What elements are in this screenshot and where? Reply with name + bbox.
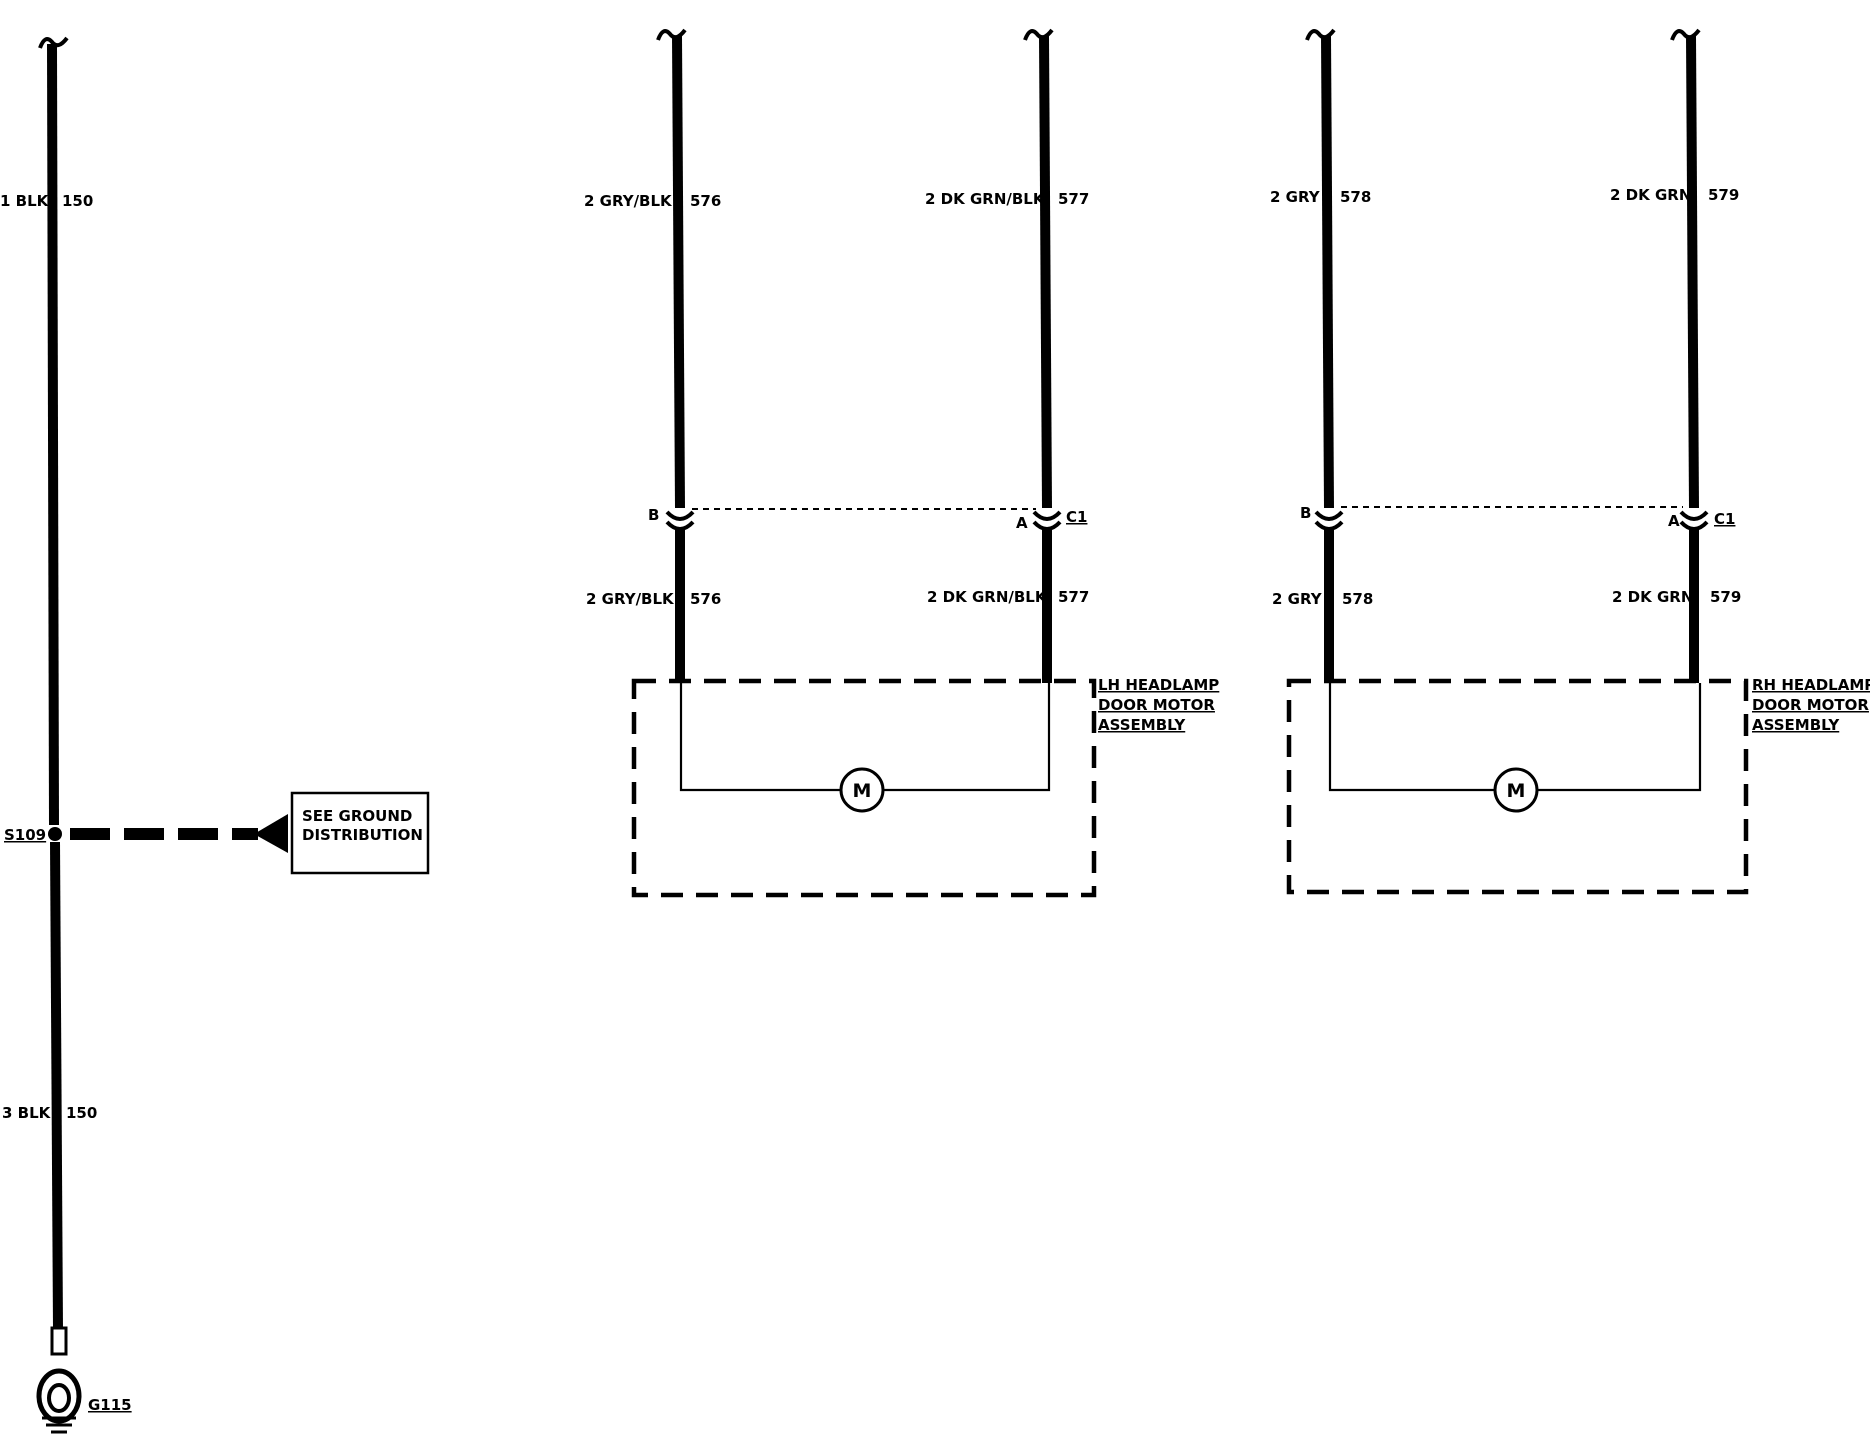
rh-wire-579-lower-color: 2 DK GRN	[1612, 588, 1693, 606]
wire-break-symbol	[1305, 28, 1336, 41]
rh-wire-578-lower-circuit: 578	[1342, 590, 1373, 608]
splice-s109-dot	[48, 827, 62, 841]
wire-break-symbol	[1670, 28, 1701, 41]
lh-connector-b-icon	[665, 510, 695, 531]
lh-wire-577-lower-circuit: 577	[1058, 588, 1089, 606]
rh-wire-578-upper	[1321, 35, 1334, 509]
rh-pin-b-label: B	[1300, 504, 1311, 522]
lh-pin-b-label: B	[648, 506, 659, 524]
rh-wire-578-upper-color: 2 GRY	[1270, 188, 1321, 206]
rh-connector-c1-label: C1	[1714, 510, 1735, 528]
rh-wire-578-lower-color: 2 GRY	[1272, 590, 1323, 608]
lh-wire-577-upper	[1039, 35, 1052, 509]
rh-motor-icon	[1493, 767, 1539, 813]
lh-wire-576-upper	[672, 35, 685, 509]
ground-distribution-text-1: SEE GROUND	[302, 807, 412, 825]
splice-s109-label: S109	[4, 826, 46, 844]
lh-connector-c1-label: C1	[1066, 508, 1087, 526]
rh-wire-578-upper-circuit: 578	[1340, 188, 1371, 206]
rh-wire-579-lower-circuit: 579	[1710, 588, 1741, 606]
rh-assembly-label-1: RH HEADLAMP	[1752, 676, 1870, 694]
ground-lug-stem	[50, 1326, 68, 1356]
ground-wire-lower	[50, 841, 63, 1331]
rh-wire-579-upper	[1686, 35, 1699, 509]
lh-assembly-label-1: LH HEADLAMP	[1098, 676, 1219, 694]
lh-wire-576-lower-circuit: 576	[690, 590, 721, 608]
lh-motor-circuit: 2 GRY/BLK 576 2 DK GRN/BLK 577 B A C1 2 …	[584, 28, 1219, 898]
rh-assembly-label-2: DOOR MOTOR	[1752, 696, 1869, 714]
wire-break-symbol	[38, 36, 69, 49]
rh-motor-symbol: M	[1507, 780, 1526, 802]
rh-motor-internal-wiring	[1328, 683, 1702, 792]
ground-wire-upper	[47, 43, 59, 826]
lh-wire-576-lower-color: 2 GRY/BLK	[586, 590, 675, 608]
ground-lug-ring-outer	[36, 1368, 82, 1424]
lh-wire-576-upper-color: 2 GRY/BLK	[584, 192, 673, 210]
rh-pin-a-label: A	[1668, 512, 1680, 530]
lh-motor-icon	[839, 767, 885, 813]
wire-break-symbol	[656, 28, 687, 41]
lh-wire-577-upper-circuit: 577	[1058, 190, 1089, 208]
lh-wire-576-upper-circuit: 576	[690, 192, 721, 210]
ground-wire-upper-circuit: 150	[62, 192, 93, 210]
wire-break-symbol	[1023, 28, 1054, 41]
rh-motor-assembly-box	[1286, 678, 1749, 895]
ground-distribution-text-2: DISTRIBUTION	[302, 826, 423, 844]
rh-assembly-label-3: ASSEMBLY	[1752, 716, 1840, 734]
ground-wire-lower-circuit: 150	[66, 1104, 97, 1122]
lh-motor-assembly-box	[631, 678, 1097, 898]
ground-lug-ring-inner	[47, 1383, 71, 1413]
rh-motor-circuit: 2 GRY 578 2 DK GRN 579 B A C1 2 GRY 578 …	[1270, 28, 1870, 895]
lh-wire-577-upper-color: 2 DK GRN/BLK	[925, 190, 1046, 208]
lh-motor-symbol: M	[853, 780, 872, 802]
ground-wire-lower-color: 3 BLK	[2, 1104, 52, 1122]
rh-connector-b-icon	[1314, 510, 1344, 531]
lh-assembly-label-2: DOOR MOTOR	[1098, 696, 1215, 714]
lh-pin-a-label: A	[1016, 514, 1028, 532]
lh-assembly-label-3: ASSEMBLY	[1098, 716, 1186, 734]
lh-connector-a-icon	[1032, 510, 1062, 531]
rh-wire-579-upper-color: 2 DK GRN	[1610, 186, 1691, 204]
rh-connector-a-icon	[1679, 510, 1709, 531]
ground-wire-upper-color: 1 BLK	[0, 192, 50, 210]
rh-wire-579-upper-circuit: 579	[1708, 186, 1739, 204]
ground-g115-label: G115	[88, 1396, 132, 1414]
lh-motor-internal-wiring	[679, 683, 1051, 792]
arrow-left-icon	[254, 814, 288, 853]
ground-circuit: 1 BLK 150 S109 SEE GROUND DISTRIBUTION 3…	[0, 36, 430, 1434]
ground-distribution-box	[290, 791, 430, 875]
lh-wire-577-lower-color: 2 DK GRN/BLK	[927, 588, 1048, 606]
